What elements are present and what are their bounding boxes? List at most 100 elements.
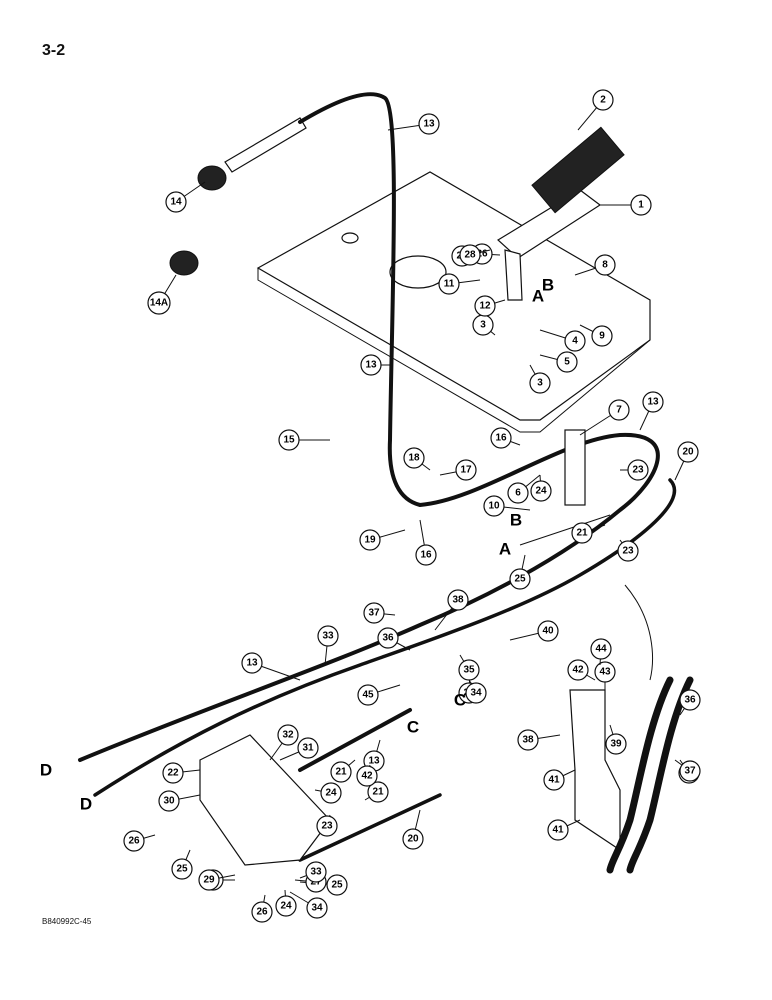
callout-5: 5 xyxy=(539,351,578,373)
callout-circle xyxy=(592,89,614,111)
callout-circle xyxy=(677,441,699,463)
callout-37: 37 xyxy=(363,602,396,624)
bundled-cables-2 xyxy=(626,676,694,874)
pedal-arm xyxy=(504,249,523,301)
callout-circle xyxy=(326,874,348,896)
reference-letter-b: B xyxy=(542,276,554,295)
callout-circle xyxy=(277,724,299,746)
callout-42: 42 xyxy=(567,659,596,681)
callout-number: 9 xyxy=(599,331,605,342)
callout-4: 4 xyxy=(539,329,586,352)
short-cable xyxy=(298,708,412,772)
callout-circle xyxy=(356,765,378,787)
callout-number: 2 xyxy=(600,95,606,106)
callout-23: 23 xyxy=(617,539,639,562)
callout-number: 16 xyxy=(495,433,507,444)
callout-circle xyxy=(627,459,649,481)
callout-number: 36 xyxy=(684,695,696,706)
callout-number: 20 xyxy=(682,447,694,458)
callout-39: 39 xyxy=(605,724,627,755)
callout-number: 29 xyxy=(203,875,215,886)
callout-circle xyxy=(363,602,385,624)
callout-number: 34 xyxy=(311,903,323,914)
callout-number: 23 xyxy=(632,465,644,476)
callout-circle xyxy=(507,482,529,504)
callout-number: 45 xyxy=(362,690,374,701)
callout-3: 3 xyxy=(529,364,551,394)
callout-number: 30 xyxy=(163,796,175,807)
callout-36: 36 xyxy=(679,689,701,716)
callout-number: 13 xyxy=(365,360,377,371)
callout-circle xyxy=(162,762,184,784)
cable-d-end xyxy=(298,793,442,862)
callout-number: 39 xyxy=(610,739,622,750)
callout-number: 41 xyxy=(548,775,560,786)
callout-23: 23 xyxy=(620,459,649,481)
callout-13: 13 xyxy=(387,113,440,135)
callout-circle xyxy=(591,325,613,347)
callout-circle xyxy=(465,682,487,704)
floor-hole xyxy=(389,255,447,289)
callout-circle xyxy=(438,273,460,295)
cable-bracket xyxy=(569,689,621,852)
callout-6: 6 xyxy=(507,474,541,504)
callout-15: 15 xyxy=(278,429,330,451)
callout-44: 44 xyxy=(590,638,612,666)
reference-letter-b: B xyxy=(510,511,522,530)
callout-36: 36 xyxy=(377,627,411,651)
callout-38: 38 xyxy=(517,729,561,751)
callout-circle xyxy=(556,351,578,373)
callout-number: 13 xyxy=(647,397,659,408)
callout-18: 18 xyxy=(403,447,431,471)
callout-26: 26 xyxy=(123,830,156,852)
callout-16: 16 xyxy=(490,427,521,449)
callout-number: 18 xyxy=(408,453,420,464)
callout-number: 7 xyxy=(616,405,622,416)
reference-letter-a: A xyxy=(532,287,544,306)
bundled-cables xyxy=(606,676,674,874)
callout-17: 17 xyxy=(439,459,477,481)
callout-number: 26 xyxy=(256,907,268,918)
callout-number: 8 xyxy=(602,260,608,271)
callout-1: 1 xyxy=(600,194,652,216)
support-bracket xyxy=(564,429,586,506)
callout-number: 21 xyxy=(372,787,384,798)
callout-circle xyxy=(605,733,627,755)
callout-circle xyxy=(305,861,327,883)
reference-letter-a: A xyxy=(499,540,511,559)
callout-number: 25 xyxy=(331,880,343,891)
callout-circle xyxy=(320,782,342,804)
callout-circle xyxy=(447,589,469,611)
callout-number: 19 xyxy=(364,535,376,546)
callout-21: 21 xyxy=(364,781,389,803)
callout-number: 16 xyxy=(420,550,432,561)
callout-circle xyxy=(198,869,220,891)
page-number: 3-2 xyxy=(42,42,66,59)
callout-circle xyxy=(377,627,399,649)
callout-24: 24 xyxy=(530,474,552,502)
reference-letter-d: D xyxy=(40,761,52,780)
callout-8: 8 xyxy=(574,254,616,276)
callout-33: 33 xyxy=(317,625,339,666)
callout-45: 45 xyxy=(357,684,401,706)
callout-circle xyxy=(547,819,569,841)
callout-circle xyxy=(571,522,593,544)
callout-41: 41 xyxy=(547,819,581,841)
callout-number: 42 xyxy=(572,665,584,676)
callout-circle xyxy=(594,661,616,683)
callout-number: 38 xyxy=(522,735,534,746)
callout-circle xyxy=(490,427,512,449)
callout-number: 12 xyxy=(479,301,491,312)
callout-circle xyxy=(543,769,565,791)
callout-number: 37 xyxy=(684,766,696,777)
callout-number: 3 xyxy=(537,378,543,389)
throttle-knob xyxy=(197,165,227,191)
callout-number: 1 xyxy=(638,200,644,211)
callout-number: 43 xyxy=(599,667,611,678)
callout-circle xyxy=(171,858,193,880)
floor-hole-small xyxy=(341,232,359,244)
callout-circle xyxy=(517,729,539,751)
callout-25: 25 xyxy=(299,874,348,896)
callout-circle xyxy=(241,652,263,674)
callout-number: 42 xyxy=(361,771,373,782)
